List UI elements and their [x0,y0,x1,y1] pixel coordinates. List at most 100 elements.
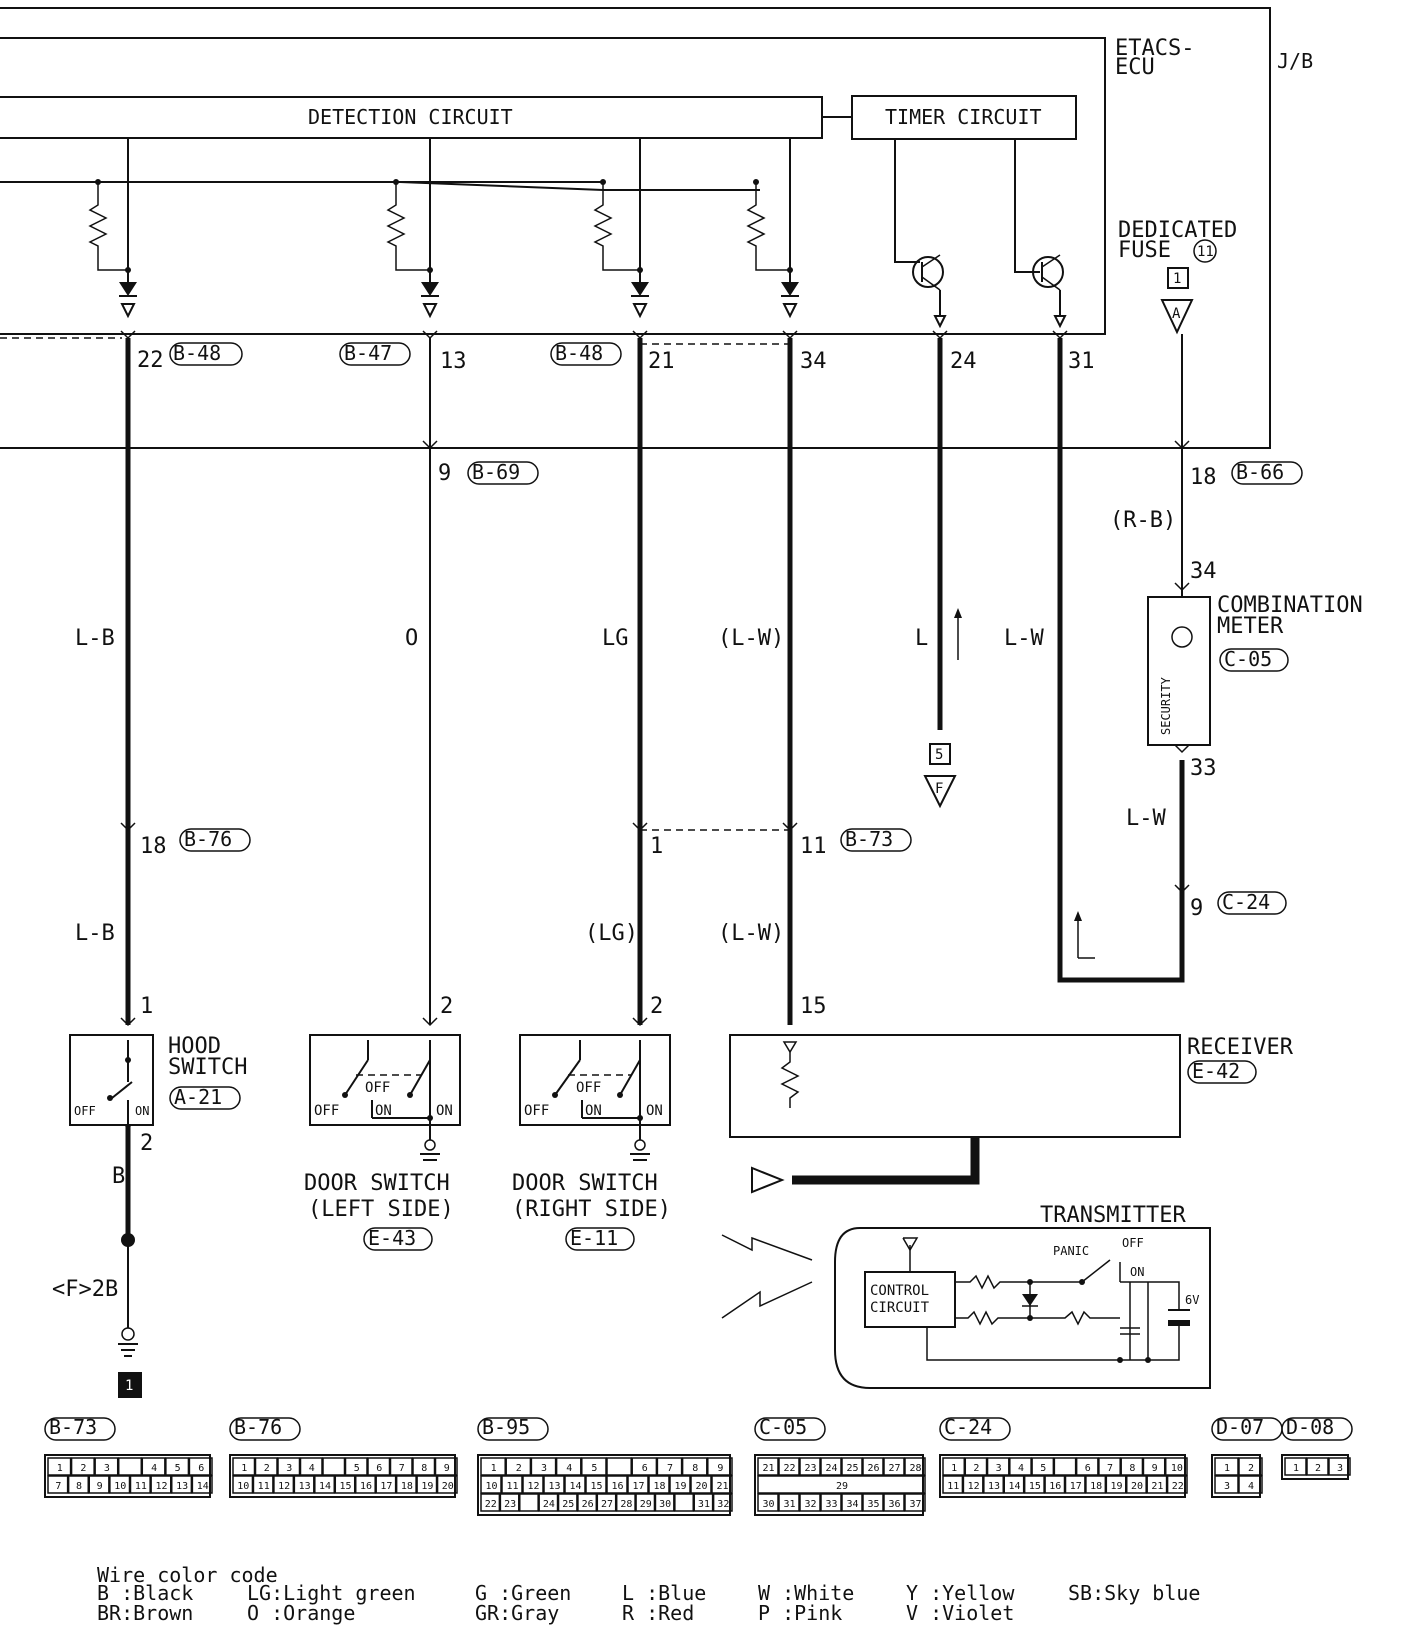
door-left-off2-label: OFF [365,1080,390,1096]
detection-circuit-block: DETECTION CIRCUIT [0,96,823,139]
pin-number: 21 [717,1481,729,1492]
pin-number: 22 [485,1499,497,1510]
pin-number: 16 [360,1481,372,1492]
legend-r2-0: BR:Brown [97,1601,193,1625]
connector-chevron [120,1017,136,1027]
pin-number: 7 [667,1463,673,1474]
pin-number: 27 [601,1499,613,1510]
pin-number: 5 [1040,1463,1046,1474]
door-right-on-label: ON [585,1103,602,1119]
conn-c05: C-05 [1224,647,1272,671]
transmitter-label: TRANSMITTER [1040,1203,1186,1228]
connector-chevron [1174,744,1190,754]
terminal-9-c24: 9 [1190,896,1203,921]
wire-color-lg-2: (LG) [585,921,638,946]
wire-color-lg: LG [602,626,629,651]
receiver-label: RECEIVER [1187,1035,1294,1060]
input-channel-2 [386,138,439,319]
pin-number: 8 [692,1463,698,1474]
pin-number: 5 [175,1463,181,1474]
pin-number: 4 [151,1463,157,1474]
conn-b66: B-66 [1236,460,1284,484]
pin-number: 6 [1085,1463,1091,1474]
pin-number: 4 [1248,1481,1254,1492]
door-switch-right: OFF OFF ON ON [519,1034,671,1140]
pin-number: 5 [591,1463,597,1474]
hood-off-label: OFF [74,1104,96,1118]
pin-number: 11 [135,1481,147,1492]
terminal-33: 33 [1190,756,1217,781]
fuse-label-line2: FUSE [1118,238,1171,263]
connector-face-id: D-07 [1216,1415,1264,1439]
wire-ground-f2b: <F>2B [52,1277,118,1302]
pin-number: 6 [642,1463,648,1474]
pin-number: 3 [996,1463,1002,1474]
ground-symbol-left [420,1139,440,1161]
pin-number: 2 [264,1463,270,1474]
pin-number: 16 [1049,1481,1061,1492]
conn-e43: E-43 [368,1226,416,1250]
legend-r2-4: P :Pink [758,1601,842,1625]
pin-number: 31 [698,1499,710,1510]
terminal-11-b73: 11 [800,834,827,859]
wire-color-rb: (R-B) [1110,508,1176,533]
terminal-21: 21 [648,349,675,374]
pin-number: 19 [421,1481,433,1492]
pin-number: 3 [541,1463,547,1474]
pin-number: 19 [675,1481,687,1492]
terminal-1-b73: 1 [650,834,663,859]
legend-r2-3: R :Red [622,1601,694,1625]
pin-number: 1 [951,1463,957,1474]
conn-b48-a: B-48 [173,341,221,365]
pin-number: 18 [654,1481,666,1492]
connector-chevron [422,330,438,340]
conn-a21: A-21 [174,1085,222,1109]
pin-number: 15 [1029,1481,1041,1492]
pin-number: 11 [507,1481,519,1492]
wire-color-lb-2: L-B [75,921,115,946]
pin-number: 13 [299,1481,311,1492]
door-left-label-line1: DOOR SWITCH [304,1171,450,1196]
pin-number: 30 [659,1499,671,1510]
wire-color-lw-4: (L-W) [718,921,784,946]
fuse-triangle-label: A [1172,306,1181,322]
terminal-13: 13 [440,349,467,374]
door-left-terminal-2: 2 [440,994,453,1019]
pin-number: 20 [442,1481,454,1492]
pin-number: 1 [241,1463,247,1474]
pin-number: 32 [717,1499,729,1510]
security-indicator-label: SECURITY [1159,676,1173,735]
triangle-f: F [935,781,943,797]
pin-number: 6 [198,1463,204,1474]
wire-color-lw-2: L-W [1004,626,1044,651]
pin-number: 10 [486,1481,498,1492]
ground-symbol-right [630,1139,650,1161]
connector-chevron [120,330,136,340]
pin-number: 4 [1018,1463,1024,1474]
legend-title: Wire color code [97,1563,278,1587]
pin-number: 2 [1315,1463,1321,1474]
conn-b76: B-76 [184,827,232,851]
pin-number: 18 [1090,1481,1102,1492]
connector-chevron [1052,330,1068,340]
door-left-off-label: OFF [314,1103,339,1119]
connector-chevron [1174,440,1190,450]
pin-number: 3 [1224,1481,1230,1492]
pin-number: 3 [104,1463,110,1474]
connector-face-id: C-24 [944,1415,992,1439]
input-channel-4 [746,138,799,319]
pin-number: 26 [868,1463,880,1474]
fuse-box-number: 1 [1173,271,1181,287]
pin-number: 30 [763,1499,775,1510]
pin-number: 22 [784,1463,796,1474]
pin-number: 14 [1008,1481,1020,1492]
pin-number: 9 [444,1463,450,1474]
pin-number: 8 [1129,1463,1135,1474]
connector-face-id: B-73 [49,1415,97,1439]
pin-number: 3 [1337,1463,1343,1474]
